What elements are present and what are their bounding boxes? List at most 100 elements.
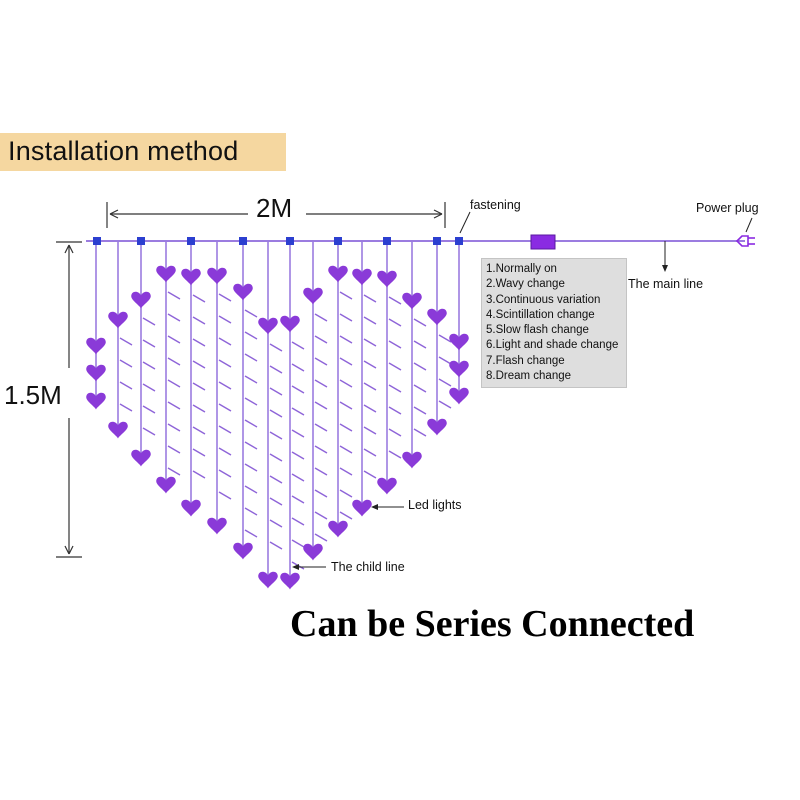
child-line-strand: [328, 241, 353, 538]
heart-led-icon: [402, 292, 422, 310]
mode-item: 3.Continuous variation: [486, 293, 601, 306]
led-tick-mark: [192, 470, 206, 479]
led-tick-mark: [142, 317, 156, 326]
fastening-clip: [286, 237, 294, 245]
led-tick-mark: [218, 293, 232, 302]
led-tick-mark: [269, 365, 283, 374]
led-tick-mark: [438, 334, 452, 343]
led-tick-mark: [142, 383, 156, 392]
fastening-clip: [455, 237, 463, 245]
led-tick-mark: [269, 497, 283, 506]
height-arrowhead-top: [64, 244, 74, 254]
heart-led-icon: [258, 317, 278, 335]
fastening-clip: [93, 237, 101, 245]
width-label: 2M: [256, 193, 293, 223]
heart-led-icon: [131, 449, 151, 467]
led-tick-mark: [339, 379, 353, 388]
mode-item: 7.Flash change: [486, 354, 565, 367]
led-tick-mark: [291, 407, 305, 416]
led-tick-mark: [218, 491, 232, 500]
fastening-label: fastening: [470, 198, 521, 212]
led-tick-mark: [167, 401, 181, 410]
page-title: Installation method: [8, 136, 239, 166]
led-tick-mark: [218, 447, 232, 456]
heart-led-icon: [181, 268, 201, 286]
fastening-clip: [239, 237, 247, 245]
child-line-label: The child line: [331, 560, 405, 574]
child-line-strand: [449, 241, 469, 405]
led-tick-mark: [167, 445, 181, 454]
led-tick-mark: [218, 403, 232, 412]
led-tick-mark: [269, 475, 283, 484]
led-tick-mark: [363, 426, 377, 435]
title-banner: [0, 133, 286, 171]
child-lines-group: [86, 241, 469, 590]
heart-led-icon: [207, 267, 227, 285]
led-tick-mark: [291, 341, 305, 350]
heart-led-icon: [328, 265, 348, 283]
led-tick-mark: [192, 316, 206, 325]
controller-box: [530, 234, 556, 250]
led-tick-mark: [314, 379, 328, 388]
led-tick-mark: [269, 519, 283, 528]
heart-led-icon: [181, 499, 201, 517]
width-arrowhead-left: [109, 209, 119, 219]
mode-list: 1.Normally on 2.Wavy change 3.Continuous…: [482, 259, 626, 384]
heart-led-icon: [402, 451, 422, 469]
led-tick-mark: [339, 401, 353, 410]
width-dimension: [106, 202, 446, 228]
child-line-strand: [156, 241, 181, 494]
led-tick-mark: [413, 318, 427, 327]
led-tick-mark: [269, 343, 283, 352]
child-line-strand: [108, 241, 133, 439]
led-tick-mark: [244, 397, 258, 406]
led-tick-mark: [244, 485, 258, 494]
child-line-strand: [86, 241, 106, 410]
led-tick-mark: [192, 294, 206, 303]
led-tick-mark: [314, 489, 328, 498]
heart-led-icon: [131, 291, 151, 309]
mode-item: 2.Wavy change: [486, 278, 565, 291]
power-plug-label: Power plug: [696, 201, 759, 215]
heart-led-icon: [449, 333, 469, 351]
fastening-clip: [187, 237, 195, 245]
led-tick-mark: [244, 331, 258, 340]
led-tick-mark: [388, 340, 402, 349]
led-tick-mark: [142, 427, 156, 436]
led-tick-mark: [167, 423, 181, 432]
led-tick-mark: [244, 353, 258, 362]
heart-led-icon: [449, 387, 469, 405]
led-tick-mark: [167, 379, 181, 388]
child-line-strand: [377, 241, 402, 495]
led-tick-mark: [119, 403, 133, 412]
led-tick-mark: [291, 385, 305, 394]
fastening-pointer: [459, 211, 471, 234]
heart-led-icon: [233, 283, 253, 301]
child-line-pointer-arrow: [292, 564, 299, 570]
led-tick-mark: [314, 357, 328, 366]
main-line-label: The main line: [628, 277, 704, 291]
led-tick-mark: [218, 381, 232, 390]
main-line-pointer-arrow: [662, 265, 668, 272]
led-tick-mark: [413, 340, 427, 349]
led-tick-mark: [363, 316, 377, 325]
mode-item: 8.Dream change: [486, 370, 572, 383]
heart-led-icon: [427, 418, 447, 436]
led-tick-mark: [314, 423, 328, 432]
mode-item: 1.Normally on: [486, 263, 557, 275]
led-tick-mark: [339, 291, 353, 300]
led-tick-mark: [363, 360, 377, 369]
led-tick-mark: [167, 467, 181, 476]
heart-led-icon: [328, 520, 348, 538]
child-line-strand: [131, 241, 156, 467]
led-tick-mark: [119, 359, 133, 368]
led-tick-mark: [269, 409, 283, 418]
fastening-clips-group: [93, 237, 463, 245]
led-tick-mark: [218, 469, 232, 478]
led-tick-mark: [339, 511, 353, 520]
led-tick-mark: [413, 428, 427, 437]
child-line-strand: [402, 241, 427, 469]
led-tick-mark: [244, 463, 258, 472]
led-tick-mark: [388, 450, 402, 459]
heart-led-icon: [280, 315, 300, 333]
